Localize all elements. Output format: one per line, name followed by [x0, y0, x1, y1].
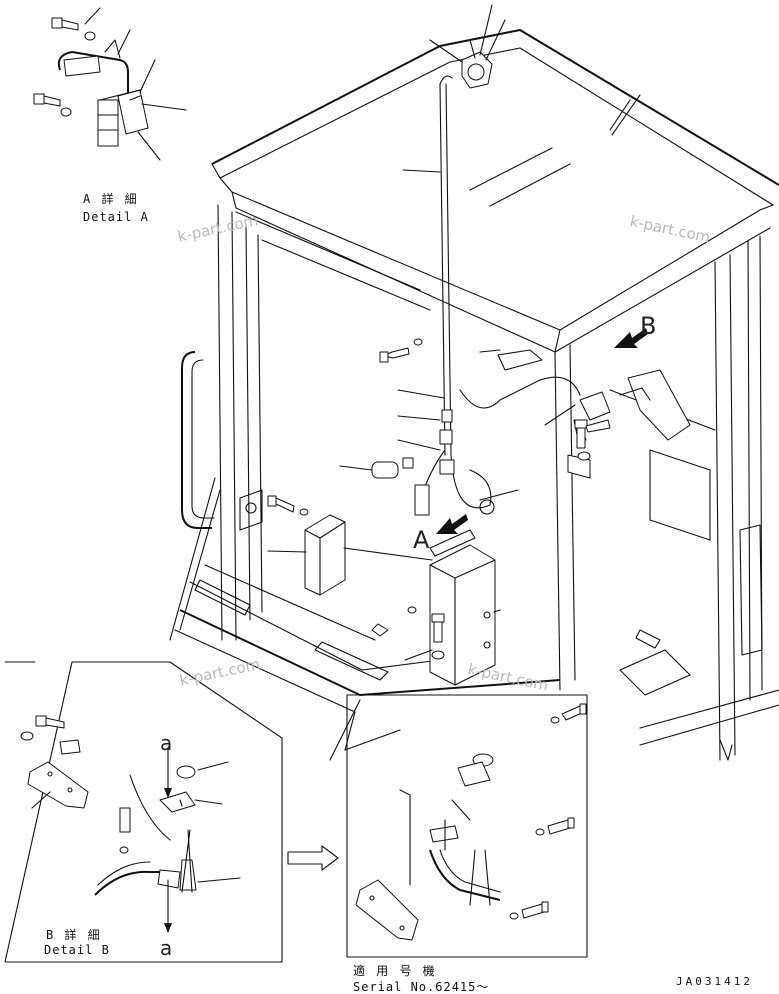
serial-label-jp: 適 用 号 機: [353, 964, 437, 978]
detail-b-title-en: Detail B: [44, 943, 110, 957]
cab-left-frame: [181, 204, 431, 641]
view-arrow-b: [614, 328, 648, 348]
section-mark-bottom: a: [160, 936, 173, 960]
relay-panel: [429, 529, 496, 686]
section-mark-top: a: [160, 731, 173, 755]
right-bracket-assembly: [497, 349, 691, 479]
cab-roof: [211, 29, 779, 353]
cab-right-frame: [554, 235, 779, 761]
roof-bracket: [429, 4, 506, 89]
detail-b-frame: [4, 661, 283, 963]
drawing-code: JA031412: [676, 975, 753, 988]
detail-arrow: [287, 845, 339, 871]
fasteners-main: [267, 338, 611, 660]
detail-b-drawing: [20, 715, 241, 933]
callout-leaders: [267, 94, 641, 661]
serial-label-en: Serial No.62415～: [353, 980, 490, 994]
view-mark-a: A: [413, 526, 430, 554]
leader-lines: [329, 699, 401, 761]
detail-a-drawing: [33, 7, 187, 161]
detail-a-title-jp: A 詳 細: [83, 192, 139, 206]
serial-inset-frame: [346, 694, 588, 958]
detail-b-title-jp: B 詳 細: [46, 928, 102, 942]
view-arrow-a: [436, 514, 468, 534]
wiring-harness: [371, 75, 581, 516]
detail-a-title-en: Detail A: [83, 210, 149, 224]
serial-inset-drawing: [355, 703, 587, 941]
view-mark-b: B: [640, 312, 657, 340]
controller-box: [239, 489, 346, 596]
